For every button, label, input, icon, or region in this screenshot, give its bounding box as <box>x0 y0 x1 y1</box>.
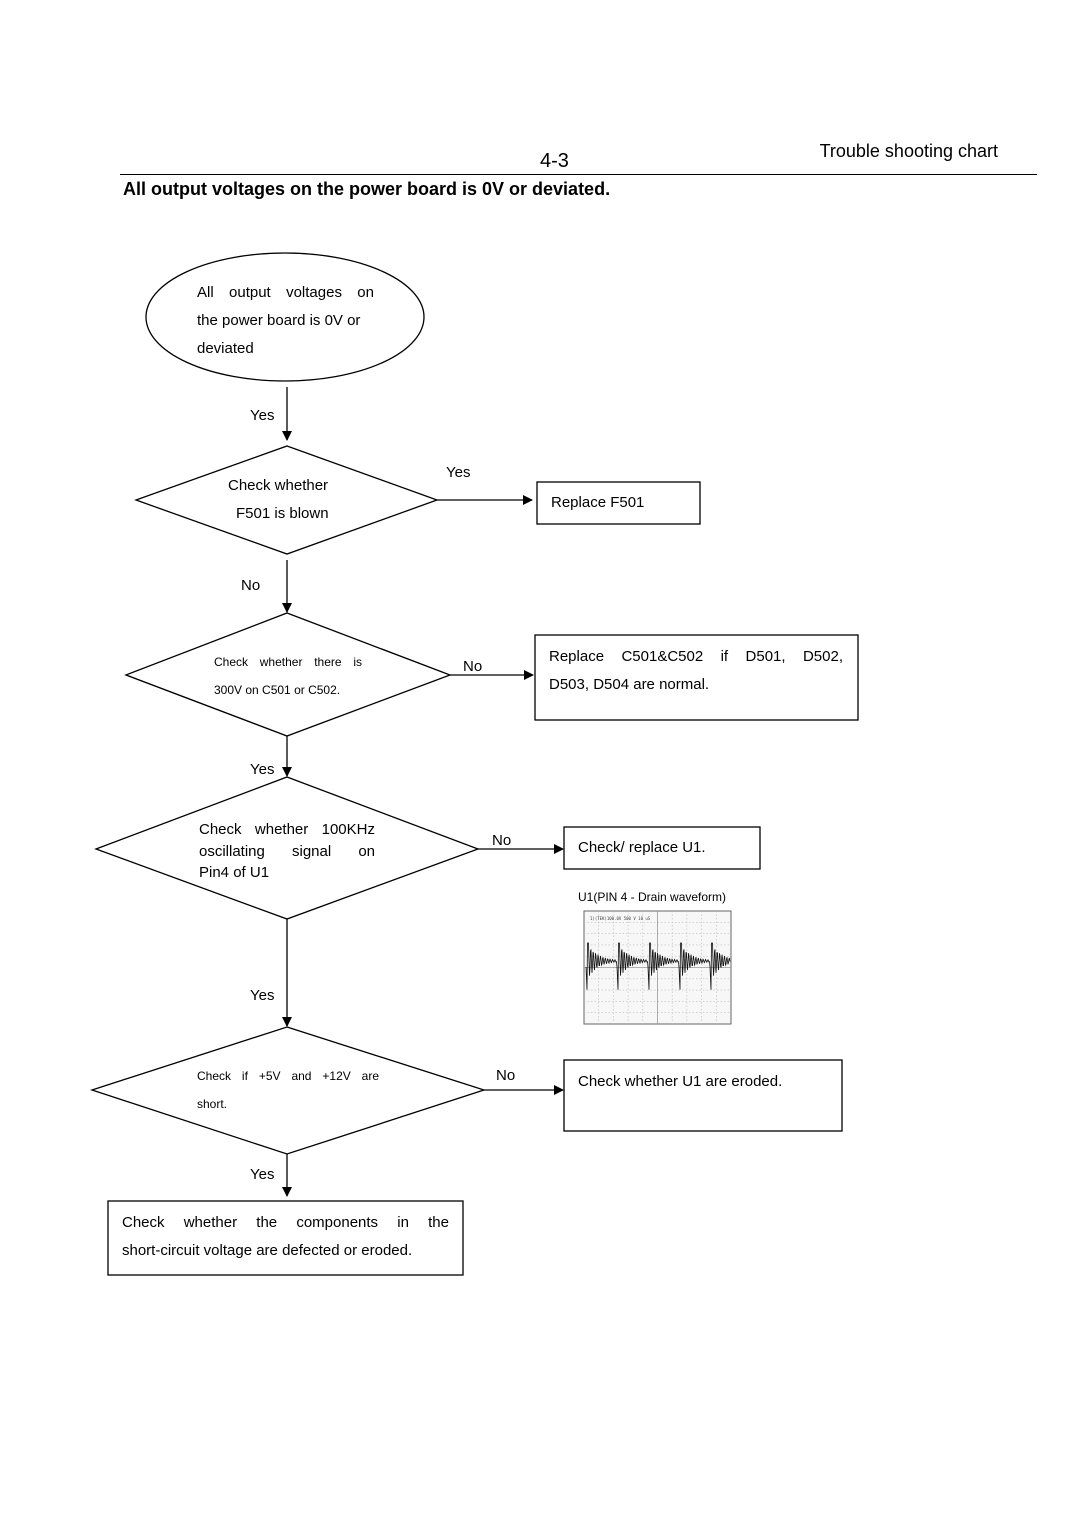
end-text: Check whether the components in the <box>122 1214 449 1231</box>
drain-waveform-image: 1)(TEK)100.0V 500 V 10 uS <box>583 910 732 1025</box>
decision-short-text: short. <box>197 1097 228 1111</box>
svg-text:1)(TEK)100.0V 500 V 10 uS: 1)(TEK)100.0V 500 V 10 uS <box>590 916 651 921</box>
section-title: Trouble shooting chart <box>819 141 998 161</box>
replace-capacitors-text: Replace C501&C502 if D501, D502, <box>549 648 843 665</box>
check-eroded-box <box>563 1059 843 1132</box>
decision-oscillation-text: Pin4 of U1 <box>199 864 270 881</box>
page-number: 4-3 <box>540 150 569 172</box>
replace-u1-box <box>563 826 761 870</box>
decision-f501-text: Check whether <box>228 477 329 494</box>
start-node: All output voltages on <box>197 279 374 307</box>
start-ellipse <box>145 252 425 382</box>
yes-label: Yes <box>446 464 471 481</box>
no-label: No <box>492 832 512 849</box>
waveform-caption: U1(PIN 4 - Drain waveform) <box>578 890 727 904</box>
end-box <box>107 1200 464 1276</box>
no-label: No <box>241 577 261 594</box>
end-text: short-circuit voltage are defected or er… <box>122 1242 413 1259</box>
decision-300v-text: Check whether there is <box>214 655 362 669</box>
start-text-line: All output voltages on <box>197 284 374 301</box>
yes-label: Yes <box>250 407 275 424</box>
replace-capacitors-box <box>534 634 859 721</box>
decision-f501-diamond <box>134 445 439 555</box>
header-rule <box>120 174 1037 175</box>
decision-short-text: Check if +5V and +12V are <box>197 1069 379 1083</box>
decision-f501-text: F501 is blown <box>236 505 329 522</box>
yes-label: Yes <box>250 761 275 778</box>
decision-oscillation-text: oscillating signal on <box>199 843 375 860</box>
no-label: No <box>496 1067 516 1084</box>
replace-capacitors-text: D503, D504 are normal. <box>549 676 710 693</box>
no-label: No <box>463 658 483 675</box>
decision-oscillation-text: Check whether 100KHz <box>199 821 375 838</box>
replace-f501-box <box>536 481 701 525</box>
replace-f501-text: Replace F501 <box>551 494 645 511</box>
check-eroded-text: Check whether U1 are eroded. <box>578 1073 783 1090</box>
start-text-line: the power board is 0V or <box>197 312 361 329</box>
page-heading: All output voltages on the power board i… <box>123 179 611 199</box>
yes-label: Yes <box>250 1166 275 1183</box>
replace-u1-text: Check/ replace U1. <box>578 839 706 856</box>
decision-300v-text: 300V on C501 or C502. <box>214 683 341 697</box>
yes-label: Yes <box>250 987 275 1004</box>
start-text-line: deviated <box>197 340 254 357</box>
